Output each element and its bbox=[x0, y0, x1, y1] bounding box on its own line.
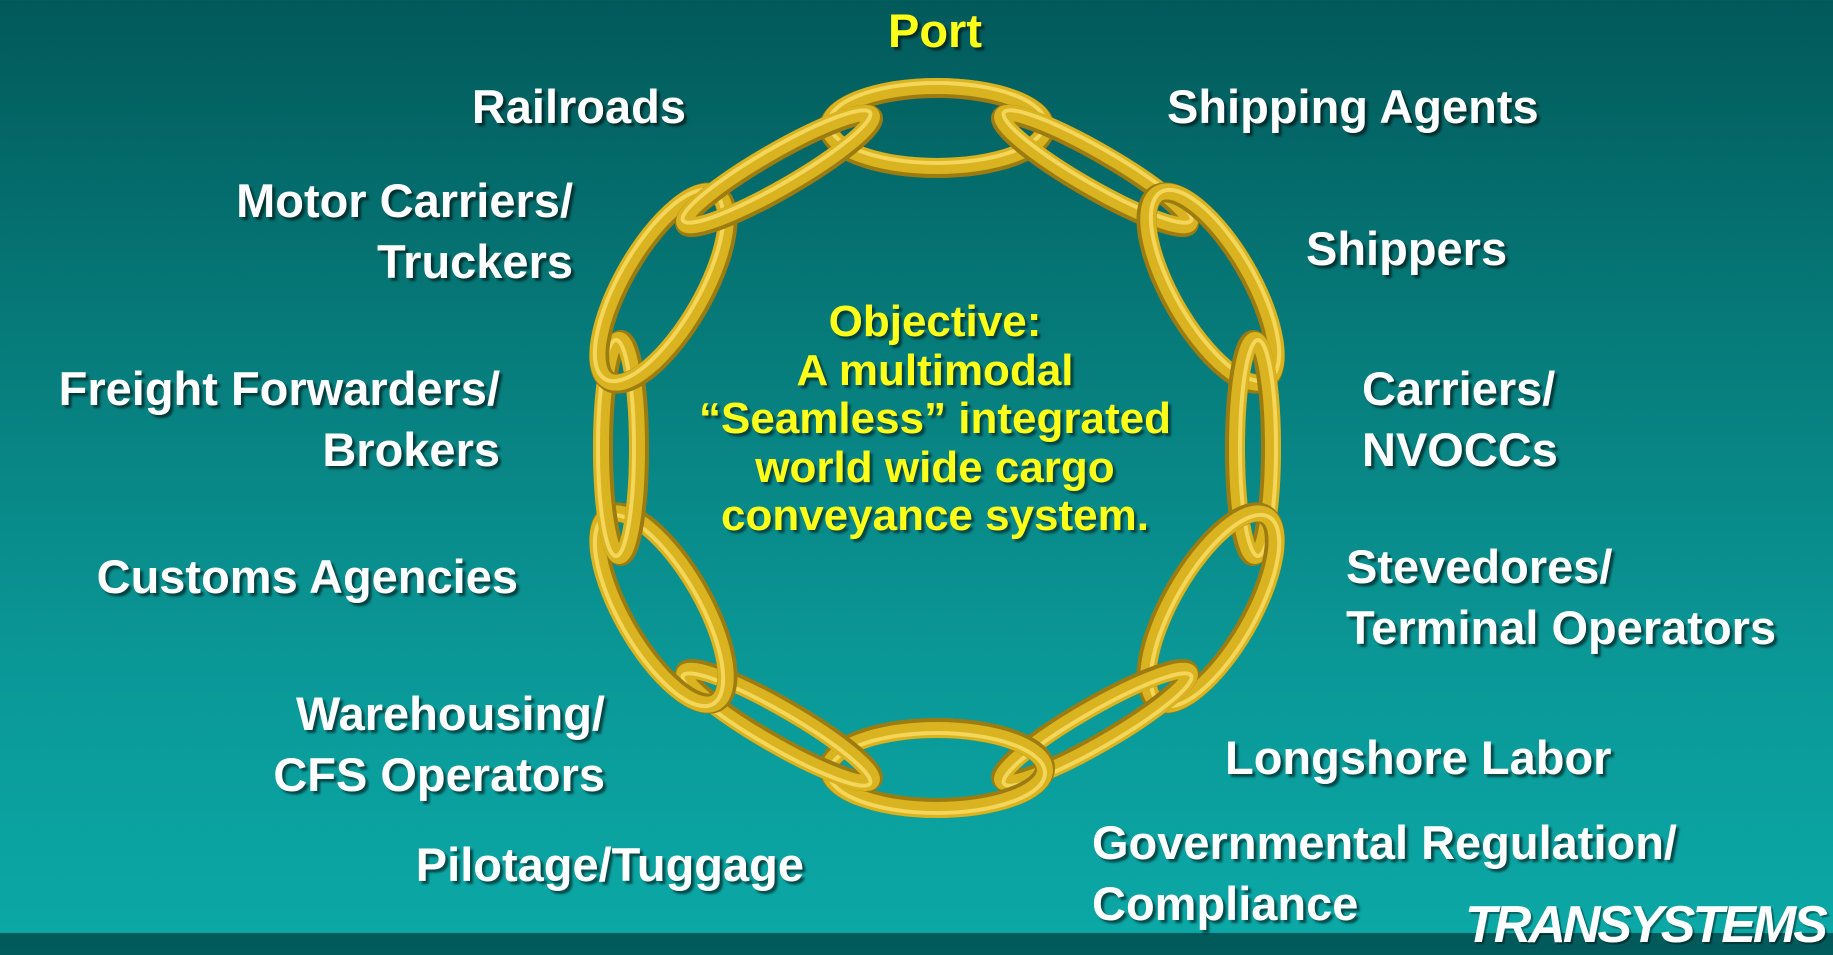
label-stevedores-line1: Stevedores/ bbox=[1346, 540, 1613, 593]
chain-link bbox=[675, 104, 883, 238]
label-stevedores: Stevedores/ Terminal Operators bbox=[1346, 536, 1776, 658]
objective-line2: A multimodal bbox=[796, 345, 1074, 395]
label-shipping-agents: Shipping Agents bbox=[1167, 80, 1539, 133]
label-carriers: Carriers/ NVOCCs bbox=[1362, 358, 1558, 480]
label-pilotage: Pilotage/Tuggage bbox=[415, 838, 804, 891]
label-carriers-line2: NVOCCs bbox=[1362, 423, 1558, 476]
label-port: Port bbox=[888, 4, 982, 57]
label-customs-agencies: Customs Agencies bbox=[96, 550, 518, 603]
objective-line5: conveyance system. bbox=[720, 491, 1150, 540]
chain-ring bbox=[589, 78, 1285, 818]
label-governmental: Governmental Regulation/ Compliance bbox=[1092, 812, 1677, 934]
transystems-logo: TRANSYSTEMS bbox=[1465, 896, 1828, 954]
label-warehousing-line1: Warehousing/ bbox=[296, 687, 605, 740]
chain-link bbox=[1225, 330, 1281, 566]
objective-line4: world wide cargo bbox=[755, 442, 1115, 492]
label-carriers-line1: Carriers/ bbox=[1362, 362, 1556, 415]
label-freight-forwarders-line1: Freight Forwarders/ bbox=[58, 362, 500, 415]
label-railroads: Railroads bbox=[471, 80, 686, 133]
label-governmental-line2: Compliance bbox=[1092, 877, 1359, 930]
chain-link bbox=[991, 658, 1199, 792]
label-shippers: Shippers bbox=[1306, 222, 1508, 275]
label-freight-forwarders: Freight Forwarders/ Brokers bbox=[0, 358, 500, 480]
objective-line3: “Seamless” integrated bbox=[699, 394, 1171, 443]
objective-line1: Objective: bbox=[828, 297, 1042, 346]
label-motor-carriers-line2: Truckers bbox=[377, 235, 573, 288]
chain-link bbox=[593, 330, 649, 566]
chain-link bbox=[675, 658, 883, 792]
chain-link bbox=[991, 104, 1199, 238]
objective-text: Objective: A multimodal “Seamless” integ… bbox=[670, 297, 1200, 541]
label-freight-forwarders-line2: Brokers bbox=[322, 423, 500, 476]
label-warehousing: Warehousing/ CFS Operators bbox=[200, 683, 605, 805]
label-longshore-labor: Longshore Labor bbox=[1225, 731, 1612, 784]
label-motor-carriers: Motor Carriers/ Truckers bbox=[150, 170, 573, 292]
label-warehousing-line2: CFS Operators bbox=[273, 748, 605, 801]
label-governmental-line1: Governmental Regulation/ bbox=[1092, 816, 1677, 869]
label-stevedores-line2: Terminal Operators bbox=[1346, 601, 1777, 654]
label-motor-carriers-line1: Motor Carriers/ bbox=[236, 174, 573, 227]
